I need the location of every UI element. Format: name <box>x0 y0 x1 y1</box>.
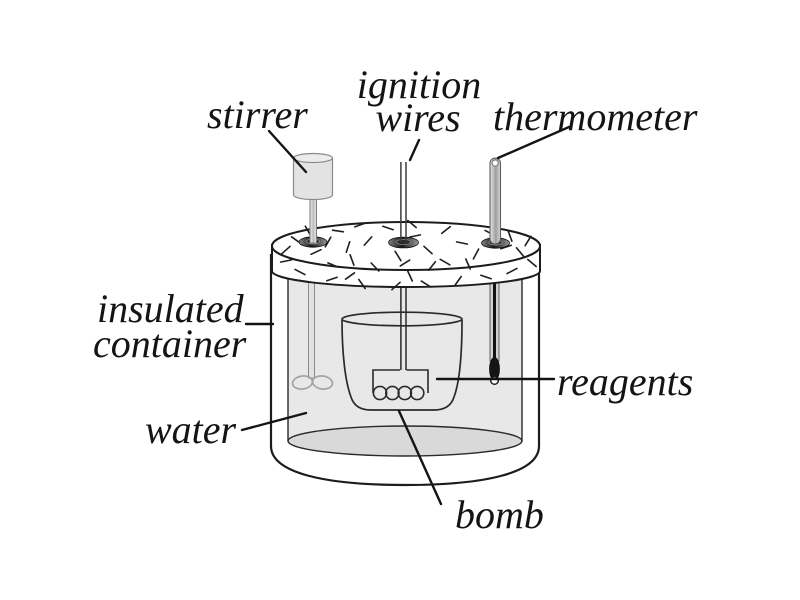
hatch-mark <box>423 245 433 255</box>
label-reagents: reagents <box>557 359 693 404</box>
hatch-mark <box>327 262 339 268</box>
hatch-mark <box>464 258 472 270</box>
hatch-mark <box>524 235 532 247</box>
water-fill <box>288 262 522 440</box>
water-bottom-ellipse <box>287 425 523 457</box>
ignition-coil <box>372 385 425 401</box>
hatch-mark <box>370 262 380 272</box>
reagent-crucible <box>372 369 429 401</box>
hatch-mark <box>406 219 418 229</box>
hatch-mark <box>353 222 367 228</box>
hatch-mark <box>331 229 345 233</box>
stirrer-motor <box>292 152 334 201</box>
ignition-wires-upper <box>400 162 407 242</box>
hatch-mark <box>499 244 513 250</box>
label-thermometer: thermometer <box>493 94 698 139</box>
hatch-mark <box>420 280 432 288</box>
bomb-rim <box>341 311 463 327</box>
water-body <box>287 262 523 457</box>
hatch-mark <box>324 236 332 248</box>
hatch-mark <box>349 254 355 267</box>
hatch-mark <box>440 225 452 235</box>
leader-ignition-wires <box>408 138 421 162</box>
leader-lines <box>240 125 571 506</box>
leader-stirrer <box>267 129 308 174</box>
hatch-mark <box>515 247 525 258</box>
stirrer-propeller <box>291 375 334 390</box>
crucible-left <box>372 369 400 393</box>
lid-hatching <box>279 219 538 291</box>
labels: stirrer ignition wires thermometer insul… <box>93 62 698 537</box>
hatch-mark <box>279 259 293 263</box>
hatch-mark <box>507 230 513 242</box>
hatch-mark <box>363 236 373 246</box>
thermometer-bulb <box>489 357 500 381</box>
hatch-mark <box>381 225 395 231</box>
hatch-mark <box>453 275 463 287</box>
leader-bomb <box>397 409 443 506</box>
hatch-mark <box>325 276 339 282</box>
hatch-mark <box>427 260 437 272</box>
hatch-mark <box>294 268 306 276</box>
label-insulated-line1: insulated <box>97 286 245 331</box>
thermometer-tip <box>491 159 499 167</box>
hatch-mark <box>526 258 538 268</box>
stirrer-shaft-upper <box>309 195 317 244</box>
thermometer-stem-upper <box>489 157 502 245</box>
grommet-ignition <box>388 236 419 249</box>
hatch-mark <box>281 245 291 255</box>
hatch-mark <box>455 241 469 245</box>
lid-band-outline <box>271 244 541 288</box>
leader-thermometer <box>496 125 571 160</box>
thermometer-upper <box>489 157 502 245</box>
hatch-mark <box>479 274 493 280</box>
label-insulated-line2: container <box>93 321 247 366</box>
hatch-mark <box>345 241 351 253</box>
hatch-mark <box>289 258 303 262</box>
hatch-mark <box>472 248 480 260</box>
hatch-mark <box>344 271 356 281</box>
outer-container <box>269 254 541 487</box>
leader-water <box>240 411 308 432</box>
hatch-mark <box>506 267 518 275</box>
hatch-mark <box>394 250 402 262</box>
crucible-right <box>406 369 429 393</box>
hatch-mark <box>408 234 422 238</box>
hatch-mark <box>399 259 411 267</box>
hatch-mark <box>391 281 401 291</box>
hatch-mark <box>406 270 414 282</box>
hatch-mark <box>357 278 367 290</box>
label-water: water <box>145 407 237 452</box>
hatch-mark <box>310 248 322 256</box>
label-stirrer: stirrer <box>207 92 308 137</box>
label-ignition-line1: ignition <box>357 62 481 107</box>
label-ignition-line2: wires <box>375 95 460 140</box>
label-bomb: bomb <box>455 492 544 537</box>
hatch-mark <box>439 258 451 266</box>
